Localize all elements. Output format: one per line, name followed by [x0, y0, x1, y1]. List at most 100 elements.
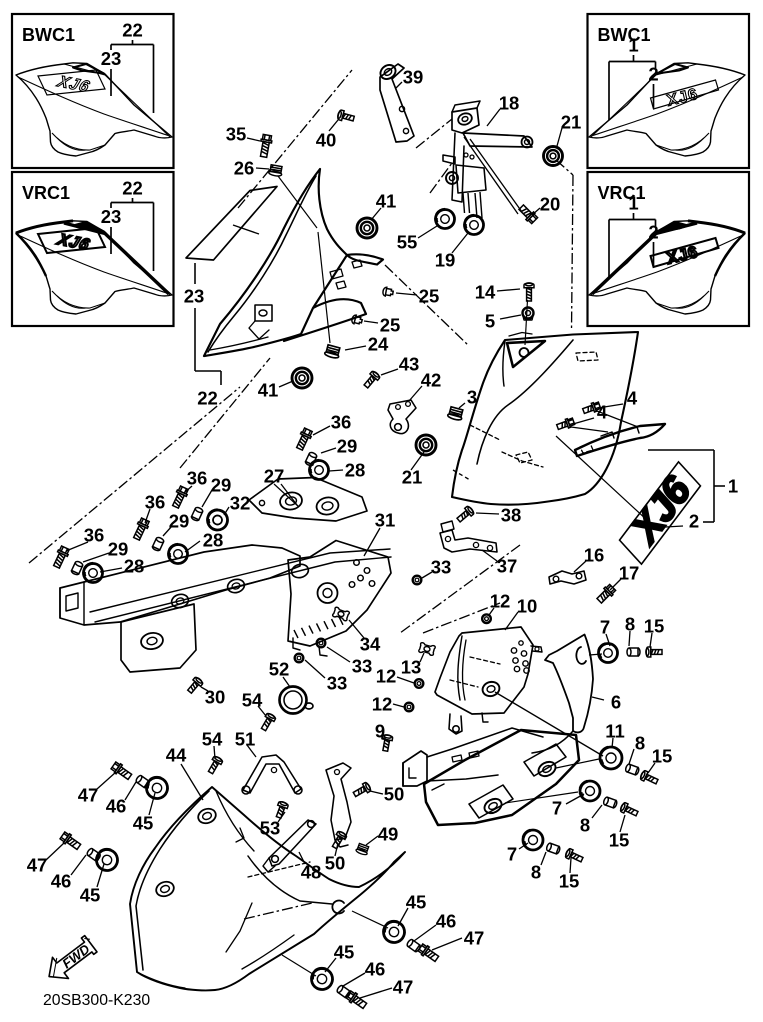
svg-text:41: 41 [258, 380, 279, 401]
svg-text:39: 39 [403, 67, 424, 88]
svg-text:48: 48 [301, 862, 322, 883]
svg-text:46: 46 [51, 871, 72, 892]
svg-text:19: 19 [435, 250, 456, 271]
svg-text:BWC1: BWC1 [598, 25, 651, 45]
svg-text:3: 3 [467, 387, 477, 408]
svg-text:7: 7 [600, 617, 610, 638]
svg-text:41: 41 [376, 191, 397, 212]
svg-text:15: 15 [652, 746, 673, 767]
svg-text:46: 46 [436, 911, 457, 932]
svg-text:51: 51 [235, 729, 256, 750]
svg-text:27: 27 [264, 466, 285, 487]
svg-text:36: 36 [331, 412, 352, 433]
svg-text:37: 37 [497, 556, 518, 577]
svg-text:16: 16 [584, 545, 605, 566]
svg-text:10: 10 [517, 596, 538, 617]
svg-text:8: 8 [635, 733, 645, 754]
svg-text:12: 12 [372, 694, 393, 715]
svg-text:4: 4 [597, 402, 608, 423]
svg-text:VRC1: VRC1 [598, 183, 646, 203]
svg-text:25: 25 [419, 286, 440, 307]
svg-text:23: 23 [184, 286, 205, 307]
svg-text:33: 33 [352, 656, 373, 677]
svg-text:9: 9 [375, 721, 385, 742]
svg-text:8: 8 [531, 862, 541, 883]
svg-text:35: 35 [226, 124, 247, 145]
svg-text:36: 36 [187, 468, 208, 489]
svg-text:8: 8 [625, 614, 635, 635]
svg-text:33: 33 [431, 557, 452, 578]
svg-text:28: 28 [203, 530, 224, 551]
svg-text:46: 46 [365, 959, 386, 980]
svg-text:50: 50 [325, 853, 346, 874]
svg-text:18: 18 [499, 93, 520, 114]
svg-text:20SB300-K230: 20SB300-K230 [43, 992, 150, 1009]
svg-text:22: 22 [122, 178, 143, 199]
svg-text:13: 13 [401, 657, 422, 678]
svg-text:14: 14 [475, 282, 496, 303]
svg-text:12: 12 [490, 591, 511, 612]
svg-text:21: 21 [561, 112, 582, 133]
svg-text:21: 21 [402, 467, 423, 488]
svg-text:20: 20 [540, 194, 561, 215]
svg-text:29: 29 [169, 511, 190, 532]
svg-text:2: 2 [648, 222, 658, 243]
svg-text:36: 36 [145, 492, 166, 513]
svg-text:47: 47 [78, 785, 99, 806]
svg-text:40: 40 [316, 130, 337, 151]
svg-text:5: 5 [485, 311, 495, 332]
svg-text:33: 33 [327, 673, 348, 694]
svg-text:46: 46 [106, 796, 127, 817]
svg-text:7: 7 [552, 798, 562, 819]
svg-text:29: 29 [108, 539, 129, 560]
svg-text:45: 45 [406, 892, 427, 913]
svg-text:15: 15 [559, 871, 580, 892]
svg-text:15: 15 [609, 830, 630, 851]
svg-text:6: 6 [611, 692, 621, 713]
svg-text:42: 42 [421, 370, 442, 391]
svg-text:22: 22 [122, 20, 143, 41]
svg-text:50: 50 [384, 784, 405, 805]
svg-text:17: 17 [619, 563, 640, 584]
svg-text:44: 44 [166, 745, 187, 766]
svg-text:28: 28 [124, 556, 145, 577]
svg-text:VRC1: VRC1 [22, 183, 70, 203]
svg-text:52: 52 [269, 659, 290, 680]
svg-text:7: 7 [507, 844, 517, 865]
svg-text:12: 12 [376, 666, 397, 687]
svg-text:4: 4 [627, 388, 638, 409]
svg-text:BWC1: BWC1 [22, 25, 75, 45]
svg-text:29: 29 [211, 475, 232, 496]
svg-text:49: 49 [378, 824, 399, 845]
svg-text:26: 26 [234, 158, 255, 179]
svg-text:47: 47 [393, 977, 414, 998]
svg-text:11: 11 [605, 721, 625, 742]
svg-text:53: 53 [260, 818, 281, 839]
svg-text:24: 24 [368, 334, 389, 355]
svg-text:25: 25 [380, 315, 401, 336]
svg-text:1: 1 [628, 35, 638, 56]
svg-text:23: 23 [101, 48, 122, 69]
svg-text:23: 23 [101, 206, 122, 227]
svg-text:47: 47 [464, 928, 485, 949]
svg-text:54: 54 [202, 729, 223, 750]
svg-text:36: 36 [84, 525, 105, 546]
svg-text:8: 8 [580, 815, 590, 836]
svg-text:54: 54 [242, 690, 263, 711]
svg-text:32: 32 [230, 493, 251, 514]
svg-text:55: 55 [397, 232, 418, 253]
svg-text:2: 2 [648, 64, 658, 85]
svg-text:2: 2 [689, 511, 699, 532]
svg-text:45: 45 [334, 942, 355, 963]
svg-text:30: 30 [205, 687, 226, 708]
svg-text:43: 43 [399, 354, 420, 375]
svg-text:34: 34 [360, 634, 381, 655]
svg-text:15: 15 [644, 616, 665, 637]
svg-text:22: 22 [197, 388, 218, 409]
svg-text:1: 1 [728, 476, 738, 497]
svg-text:45: 45 [80, 885, 101, 906]
svg-text:38: 38 [501, 505, 522, 526]
svg-text:31: 31 [375, 510, 396, 531]
svg-text:29: 29 [337, 436, 358, 457]
svg-text:1: 1 [628, 193, 638, 214]
